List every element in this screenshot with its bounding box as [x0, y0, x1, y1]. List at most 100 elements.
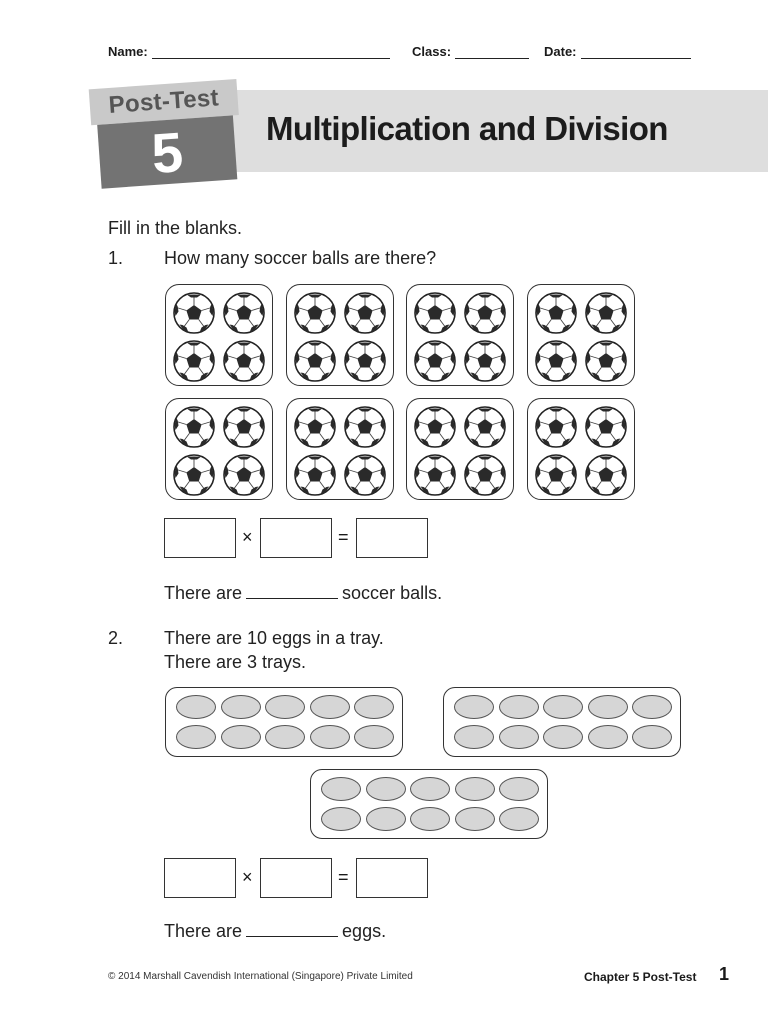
soccer-ball-icon [463, 405, 507, 449]
egg-icon [176, 695, 216, 719]
egg-icon [454, 807, 495, 831]
ball-group [285, 398, 394, 500]
egg-icon [454, 695, 494, 719]
egg-tray [443, 687, 681, 757]
egg-icon [498, 695, 539, 719]
q2-answer-box-2[interactable] [260, 858, 332, 898]
q2-answer-blank[interactable] [246, 920, 339, 937]
page-title: Multiplication and Division [266, 110, 668, 147]
class-line[interactable] [455, 44, 530, 59]
egg-icon [265, 695, 305, 719]
egg-icon [321, 777, 361, 801]
ball-group [526, 284, 635, 386]
title-band [232, 90, 768, 172]
date-label: Date: [544, 44, 577, 59]
egg-icon [632, 695, 672, 719]
soccer-ball-icon [584, 405, 628, 449]
egg-icon [410, 777, 450, 801]
q1-answer-sentence: There are soccer balls. [164, 582, 442, 604]
soccer-ball-icon [293, 291, 337, 335]
q2-answer-box-1[interactable] [164, 858, 236, 898]
q2-sentence-start: There are [164, 921, 243, 941]
soccer-ball-icon [172, 291, 216, 335]
date-line[interactable] [580, 44, 691, 59]
q1-equals-symbol: = [338, 527, 349, 547]
q1-times-symbol: × [242, 527, 253, 547]
soccer-ball-icon [222, 291, 266, 335]
copyright-text: © 2014 Marshall Cavendish International … [108, 971, 413, 982]
soccer-ball-icon [584, 291, 628, 335]
egg-icon [220, 725, 261, 749]
egg-icon [454, 725, 494, 749]
soccer-ball-icon [343, 291, 387, 335]
name-label: Name: [108, 44, 148, 59]
egg-icon [321, 807, 361, 831]
soccer-ball-icon [293, 405, 337, 449]
q1-answer-box-1[interactable] [164, 518, 236, 558]
soccer-ball-icon [534, 291, 578, 335]
date-field[interactable]: Date: [544, 44, 691, 59]
ball-group [165, 284, 273, 386]
q1-sentence-start: There are [164, 583, 243, 603]
egg-icon [309, 695, 350, 719]
ball-group [285, 284, 394, 386]
soccer-ball-icon [343, 405, 387, 449]
instruction-text: Fill in the blanks. [108, 218, 243, 238]
ball-group [165, 398, 273, 500]
q1-question: How many soccer balls are there? [164, 248, 437, 268]
soccer-ball-icon [343, 453, 387, 497]
egg-icon [499, 807, 539, 831]
soccer-ball-icon [534, 405, 578, 449]
name-field[interactable]: Name: [108, 44, 390, 59]
egg-icon [265, 725, 305, 749]
egg-icon [587, 725, 628, 749]
soccer-ball-icon [172, 405, 216, 449]
soccer-ball-icon [534, 339, 578, 383]
class-field[interactable]: Class: [412, 44, 530, 59]
egg-icon [220, 695, 261, 719]
soccer-ball-icon [172, 453, 216, 497]
soccer-ball-icon [584, 339, 628, 383]
egg-icon [499, 777, 539, 801]
soccer-ball-icon [413, 405, 457, 449]
q1-answer-blank[interactable] [246, 582, 339, 599]
q2-times-symbol: × [242, 867, 253, 887]
egg-icon [454, 777, 495, 801]
soccer-ball-icon [413, 453, 457, 497]
soccer-ball-icon [534, 453, 578, 497]
page-number: 1 [719, 964, 730, 984]
name-line[interactable] [151, 44, 390, 59]
egg-icon [365, 777, 406, 801]
q1-sentence-end: soccer balls. [342, 583, 443, 603]
q2-number: 2. [108, 628, 124, 648]
q2-sentence-end: eggs. [342, 921, 387, 941]
soccer-ball-icon [293, 339, 337, 383]
q2-answer-sentence: There are eggs. [164, 920, 386, 942]
ball-group [406, 284, 514, 386]
egg-tray [310, 769, 548, 839]
soccer-ball-icon [222, 339, 266, 383]
egg-icon [365, 807, 406, 831]
q2-equals-symbol: = [338, 867, 349, 887]
soccer-ball-icon [222, 405, 266, 449]
badge-number: 5 [97, 115, 238, 189]
soccer-ball-icon [463, 291, 507, 335]
q2-answer-box-3[interactable] [356, 858, 428, 898]
egg-tray [165, 687, 403, 757]
egg-icon [176, 725, 216, 749]
egg-icon [587, 695, 628, 719]
egg-icon [354, 725, 394, 749]
soccer-ball-icon [413, 339, 457, 383]
q1-answer-box-3[interactable] [356, 518, 428, 558]
egg-icon [354, 695, 394, 719]
soccer-ball-icon [584, 453, 628, 497]
soccer-ball-icon [222, 453, 266, 497]
post-test-badge: Post-Test 5 [88, 79, 246, 189]
q1-number: 1. [108, 248, 124, 268]
soccer-ball-icon [463, 453, 507, 497]
q1-answer-box-2[interactable] [260, 518, 332, 558]
egg-icon [309, 725, 350, 749]
soccer-ball-icon [172, 339, 216, 383]
ball-group [526, 398, 635, 500]
soccer-ball-icon [293, 453, 337, 497]
